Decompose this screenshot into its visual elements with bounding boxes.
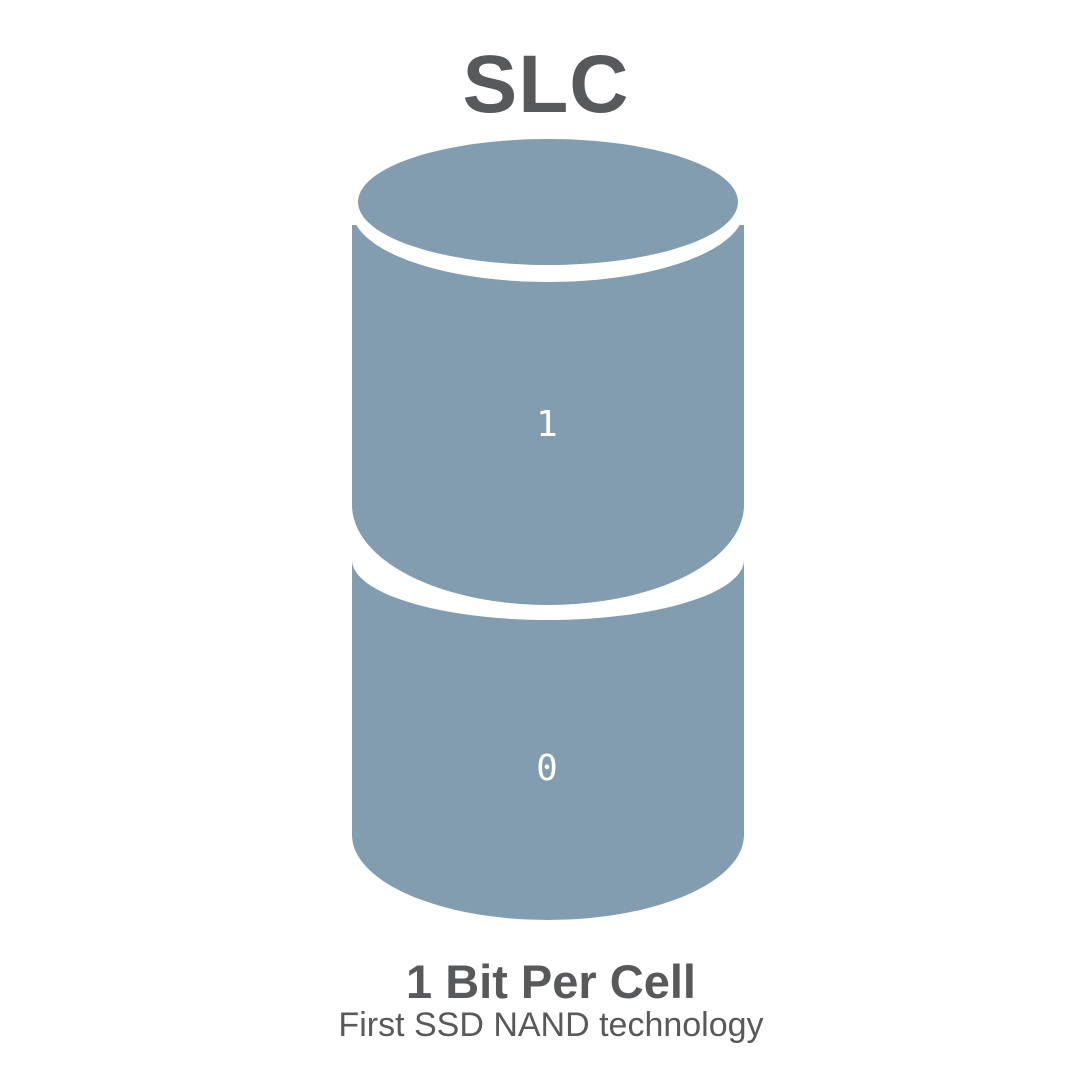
upper-bit-label: 1	[536, 404, 558, 445]
caption-bits-per-cell: 1 Bit Per Cell	[406, 955, 696, 1008]
lower-cell-segment	[352, 560, 744, 920]
lower-bit-label: 0	[536, 748, 558, 789]
upper-cell-segment	[352, 225, 744, 605]
caption-description: First SSD NAND technology	[338, 1006, 764, 1044]
diagram-title: SLC	[462, 39, 630, 130]
top-cap	[358, 139, 738, 265]
